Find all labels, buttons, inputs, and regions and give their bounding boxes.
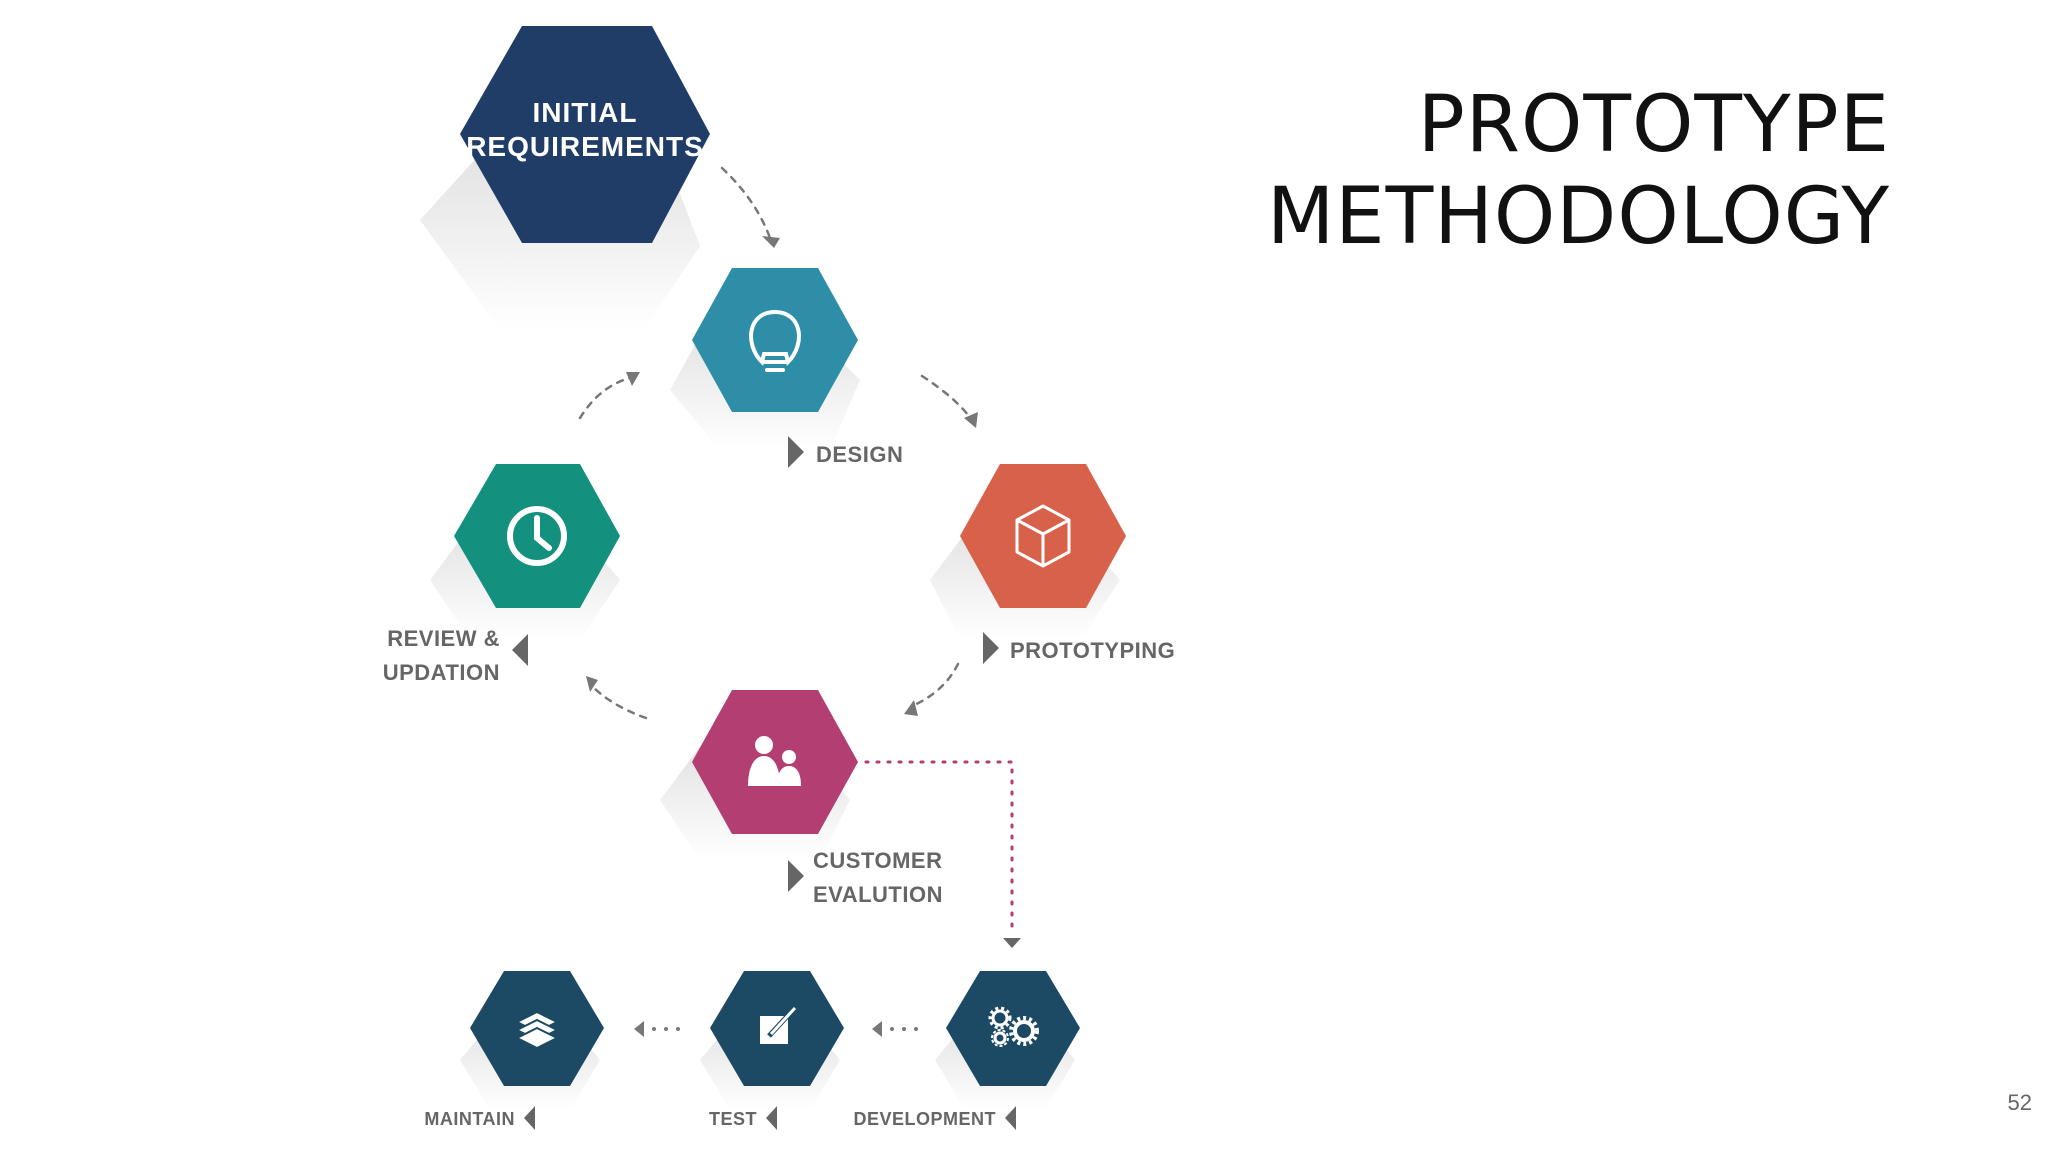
slide-title-line1: PROTOTYPE: [1417, 80, 1890, 170]
prototyping-label: PROTOTYPING: [1010, 638, 1175, 663]
connector-arrowheads: [586, 236, 978, 716]
design-pointer: [788, 436, 804, 468]
maintain-pointer: [524, 1106, 535, 1130]
bottom-dotted-arrows: [634, 1021, 918, 1037]
lightbulb-icon: [749, 309, 801, 372]
users-icon: [748, 736, 801, 786]
development-pointer: [1005, 1106, 1016, 1130]
arrow-prototyping-to-customer: [910, 662, 960, 708]
customer-label-line1: CUSTOMER: [813, 848, 943, 873]
layers-icon: [514, 1010, 560, 1050]
arrow-design-to-prototyping: [920, 374, 974, 422]
page-number: 52: [2007, 1090, 2032, 1115]
arrow-customer-to-review: [590, 684, 648, 720]
hex-design: [692, 268, 858, 412]
arrowhead-to-development: [1003, 938, 1021, 948]
development-label: DEVELOPMENT: [853, 1109, 996, 1129]
design-label: DESIGN: [816, 442, 903, 467]
arrowhead: [586, 676, 598, 692]
prototyping-pointer: [983, 632, 999, 664]
clock-icon: [507, 506, 567, 566]
cube-icon: [1015, 504, 1071, 568]
customer-pointer: [788, 860, 804, 892]
hex-customer: [692, 690, 858, 834]
customer-label-line2: EVALUTION: [813, 882, 943, 907]
connector-arrows: [578, 166, 974, 720]
hex-shadows: [420, 110, 1120, 1110]
arrowhead: [762, 236, 780, 248]
arrowhead: [626, 372, 640, 386]
review-pointer: [512, 634, 528, 666]
review-label-line2: UPDATION: [383, 660, 500, 685]
arrowhead: [964, 412, 978, 428]
test-label: TEST: [709, 1109, 757, 1129]
maintain-label: MAINTAIN: [424, 1109, 515, 1129]
test-pointer: [766, 1106, 777, 1130]
arrow-review-to-design: [578, 376, 632, 420]
initial-label-line2: REQUIREMENTS: [466, 131, 704, 162]
slide-title-line2: METHODOLOGY: [1266, 172, 1890, 262]
gears-icon: [988, 1006, 1039, 1047]
arrowhead: [904, 700, 918, 716]
arrow-initial-to-design: [720, 166, 772, 240]
initial-label-line1: INITIAL: [533, 97, 638, 128]
edit-icon: [760, 1006, 797, 1044]
review-label-line1: REVIEW &: [387, 626, 500, 651]
hex-initial-requirements: [460, 26, 710, 243]
dotted-route: [864, 760, 1014, 932]
